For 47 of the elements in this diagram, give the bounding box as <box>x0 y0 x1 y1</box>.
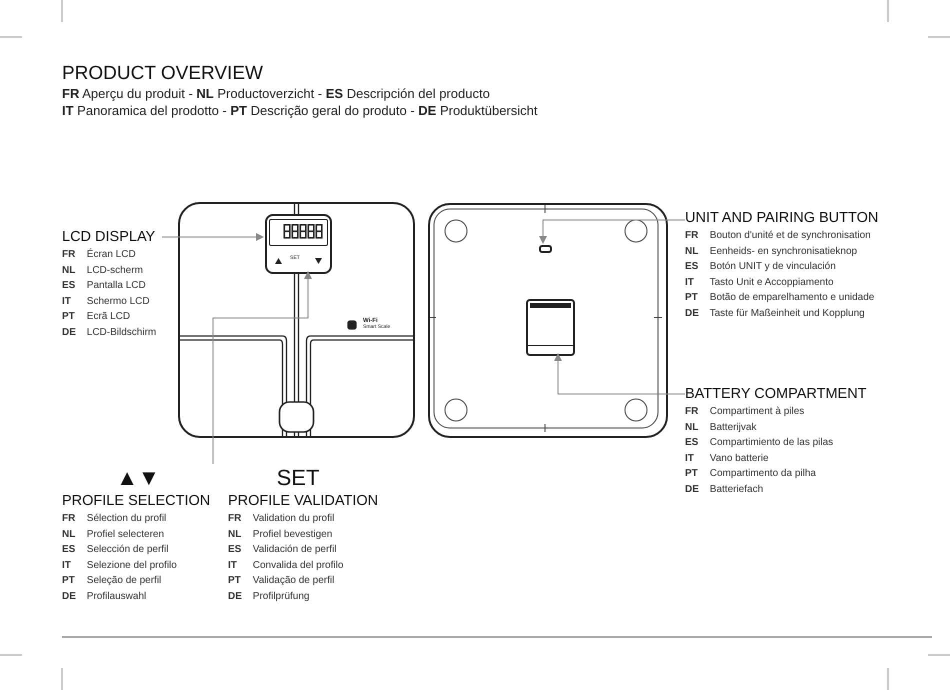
translation-line: ES Selección de perfil <box>62 543 168 558</box>
translation-line: ES Botón UNIT y de vinculación <box>685 260 836 274</box>
translation-line: DE LCD-Bildschirm <box>62 326 156 340</box>
unit-button <box>539 245 552 253</box>
button-symbol-heading: ▲▼ <box>116 464 160 492</box>
translation-line: DE Profilauswahl <box>62 590 146 604</box>
translation-line: NL LCD-scherm <box>62 264 143 278</box>
translation-line: ES Pantalla LCD <box>62 279 146 294</box>
callout-heading: UNIT AND PAIRING BUTTON <box>685 209 878 228</box>
translation-line: PT Ecrã LCD <box>62 310 130 324</box>
translation-line: FR Compartiment à piles <box>685 405 804 419</box>
leader-line <box>162 233 264 241</box>
translation-line: ES Compartimiento de las pilas <box>685 436 834 450</box>
callout-heading: LCD DISPLAY <box>62 228 156 247</box>
callout-heading: PROFILE SELECTION <box>62 492 210 511</box>
translation-line: NL Profiel selecteren <box>62 528 164 542</box>
leader-line <box>212 271 312 464</box>
translation-line: PT Seleção de perfil <box>62 574 162 588</box>
page-title: PRODUCT OVERVIEW <box>62 62 263 86</box>
translation-line: NL Profiel bevestigen <box>228 528 332 542</box>
callout-heading: BATTERY COMPARTMENT <box>685 385 867 404</box>
translation-line: NL Eenheids- en synchronisatieknop <box>685 244 858 259</box>
translation-line: IT Vano batterie <box>685 452 769 466</box>
lcd-display-panel <box>265 214 332 274</box>
translation-line: DE Batteriefach <box>685 482 764 497</box>
translation-line: IT Tasto Unit e Accoppiamento <box>685 276 834 290</box>
translation-line: ES Validación de perfil <box>228 543 337 558</box>
translation-line: FR Sélection du profil <box>62 512 166 526</box>
leader-line <box>554 353 686 394</box>
button-symbol-heading: SET <box>276 464 320 492</box>
subtitle-line: FR Aperçu du produit - NL Productoverzicht - ES Descripción del producto <box>62 87 490 100</box>
subtitle-line: IT Panoramica del prodotto - PT Descrição geral do produto - DE Produktübersicht <box>62 104 538 117</box>
leader-line <box>539 220 686 244</box>
translation-line: DE Taste für Maßeinheit und Kopplung <box>685 306 865 321</box>
translation-line: NL Batterijvak <box>685 420 756 435</box>
translation-line: DE Profilprüfung <box>228 590 310 604</box>
translation-line: PT Validação de perfil <box>228 574 334 588</box>
translation-line: PT Compartimento da pilha <box>685 467 816 482</box>
translation-line: FR Écran LCD <box>62 247 136 262</box>
translation-line: IT Convalida del profilo <box>228 558 344 573</box>
translation-line: FR Validation du profil <box>228 512 334 526</box>
translation-line: IT Selezione del profilo <box>62 558 177 573</box>
translation-line: IT Schermo LCD <box>62 294 150 309</box>
translation-line: PT Botão de emparelhamento e unidade <box>685 291 874 306</box>
translation-line: FR Bouton d'unité et de synchronisation <box>685 229 871 243</box>
callout-heading: PROFILE VALIDATION <box>228 492 378 511</box>
battery-cover <box>526 299 575 356</box>
